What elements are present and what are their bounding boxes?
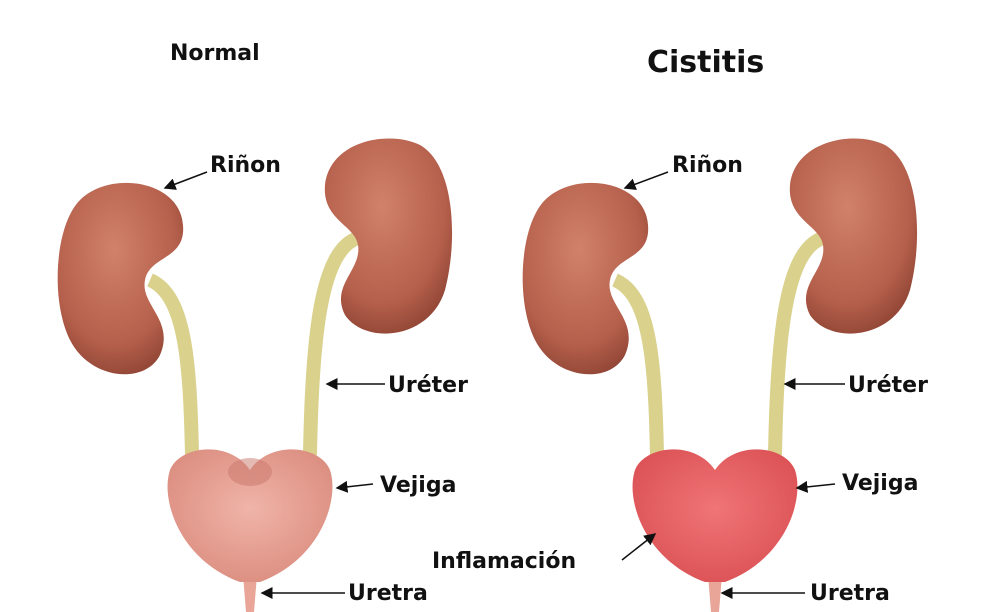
urethra <box>243 575 257 612</box>
ureter-label: Uréter <box>388 373 468 398</box>
normal-panel: Normal Riñon Uréter Vejiga Uretra <box>57 41 468 612</box>
cystitis-panel: Cistitis Riñon Uréter Vejiga Inflamación… <box>432 45 928 612</box>
left-kidney <box>522 182 649 375</box>
bladder-arrow <box>335 480 374 493</box>
right-ureter <box>303 231 361 456</box>
inflammation-arrow <box>621 533 657 561</box>
urethra-label: Uretra <box>348 581 428 606</box>
left-ureter <box>611 273 664 456</box>
urethra <box>708 575 722 612</box>
bladder-label: Vejiga <box>842 471 918 496</box>
normal-title: Normal <box>170 41 260 66</box>
kidney-label: Riñon <box>672 153 743 178</box>
inflamed-bladder <box>632 449 798 582</box>
ureter-label: Uréter <box>848 373 928 398</box>
right-kidney <box>324 138 453 334</box>
bladder <box>167 449 333 582</box>
urethra-label: Uretra <box>810 581 890 606</box>
left-kidney <box>57 182 184 375</box>
cystitis-title: Cistitis <box>647 45 764 80</box>
bladder-label: Vejiga <box>380 473 456 498</box>
bladder-arrow <box>795 480 836 493</box>
kidney-arrow <box>623 171 669 190</box>
kidney-arrow <box>163 171 208 190</box>
right-kidney <box>789 138 918 334</box>
left-ureter <box>146 273 199 456</box>
inflammation-label: Inflamación <box>432 549 576 574</box>
kidney-label: Riñon <box>210 153 281 178</box>
right-ureter <box>768 231 826 456</box>
